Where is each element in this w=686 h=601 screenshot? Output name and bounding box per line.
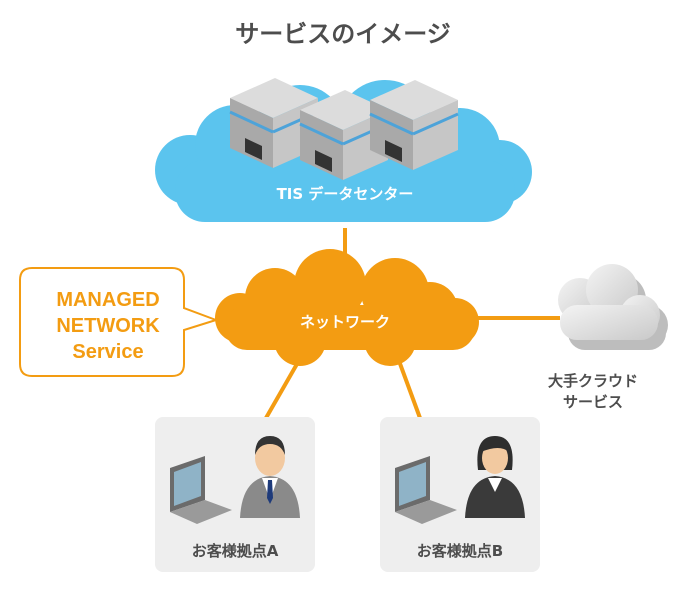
site-a-label: お客様拠点A <box>191 542 279 560</box>
external-cloud-label: 大手クラウド サービス <box>528 371 658 413</box>
callout-line-1: MANAGED <box>56 289 160 311</box>
site-b-label: お客様拠点B <box>416 542 504 560</box>
callout-line-2: NETWORK <box>56 315 160 337</box>
laptop-icon <box>170 456 232 524</box>
network-cloud <box>215 249 479 366</box>
callout-bubble <box>19 267 220 377</box>
person-woman-icon <box>465 436 525 518</box>
laptop-icon <box>395 456 457 524</box>
person-man-icon <box>240 436 300 518</box>
server-icon <box>369 80 459 170</box>
callout-text: MANAGED NETWORK Service <box>22 287 194 365</box>
diagram-title: サービスのイメージ <box>235 20 451 48</box>
external-cloud-line-2: サービス <box>562 393 623 411</box>
external-cloud-icon <box>558 264 668 350</box>
external-cloud-line-1: 大手クラウド <box>547 372 638 390</box>
callout-line-3: Service <box>72 341 144 363</box>
network-label: ネットワーク <box>299 313 390 331</box>
datacenter-label: TIS データセンター <box>276 185 414 203</box>
